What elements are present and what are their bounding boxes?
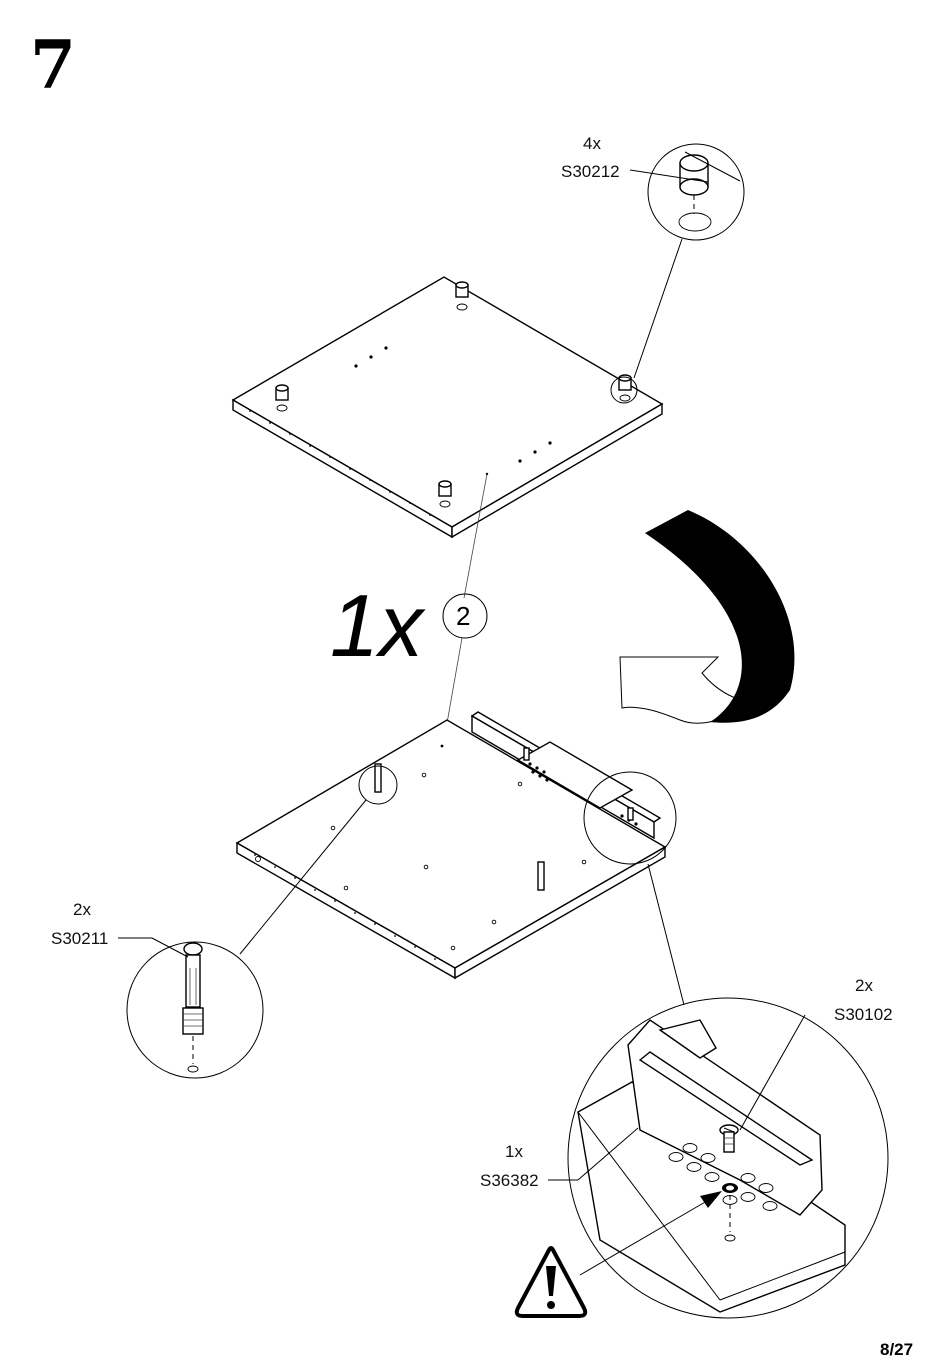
flip-arrow-icon <box>620 510 794 723</box>
cam-lock-code: S30212 <box>561 162 620 181</box>
screw-quantity: 2x <box>855 976 873 995</box>
bottom-panel <box>237 712 676 978</box>
panel-callout-number: 2 <box>456 601 470 631</box>
cam-lock-quantity: 4x <box>583 134 601 153</box>
page-indicator: 8/27 <box>880 1340 913 1359</box>
top-panel <box>233 277 662 537</box>
rail-code: S36382 <box>480 1171 539 1190</box>
cam-bolt-code: S30211 <box>51 929 108 948</box>
cam-lock-detail <box>630 144 744 378</box>
screw-code: S30102 <box>834 1005 893 1024</box>
rail-detail <box>548 864 888 1318</box>
cam-bolt-quantity: 2x <box>73 900 91 919</box>
warning-triangle-icon <box>517 1248 585 1316</box>
panel-quantity: 1x <box>330 576 426 675</box>
step-number: 7 <box>30 26 76 104</box>
rail-quantity: 1x <box>505 1142 523 1161</box>
